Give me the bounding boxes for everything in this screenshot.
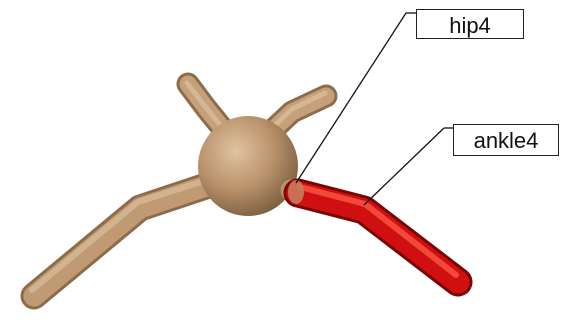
- hip4-leader-line-diagonal: [295, 12, 407, 184]
- front-left-leg: [20, 168, 232, 310]
- highlighted-leg: [283, 178, 473, 297]
- ankle4-leader-line-diagonal: [363, 127, 445, 206]
- ankle4-label: ankle4: [453, 124, 559, 156]
- hip4-cap: [288, 180, 304, 204]
- torso-sphere: [198, 116, 298, 216]
- hip4-label: hip4: [416, 9, 524, 39]
